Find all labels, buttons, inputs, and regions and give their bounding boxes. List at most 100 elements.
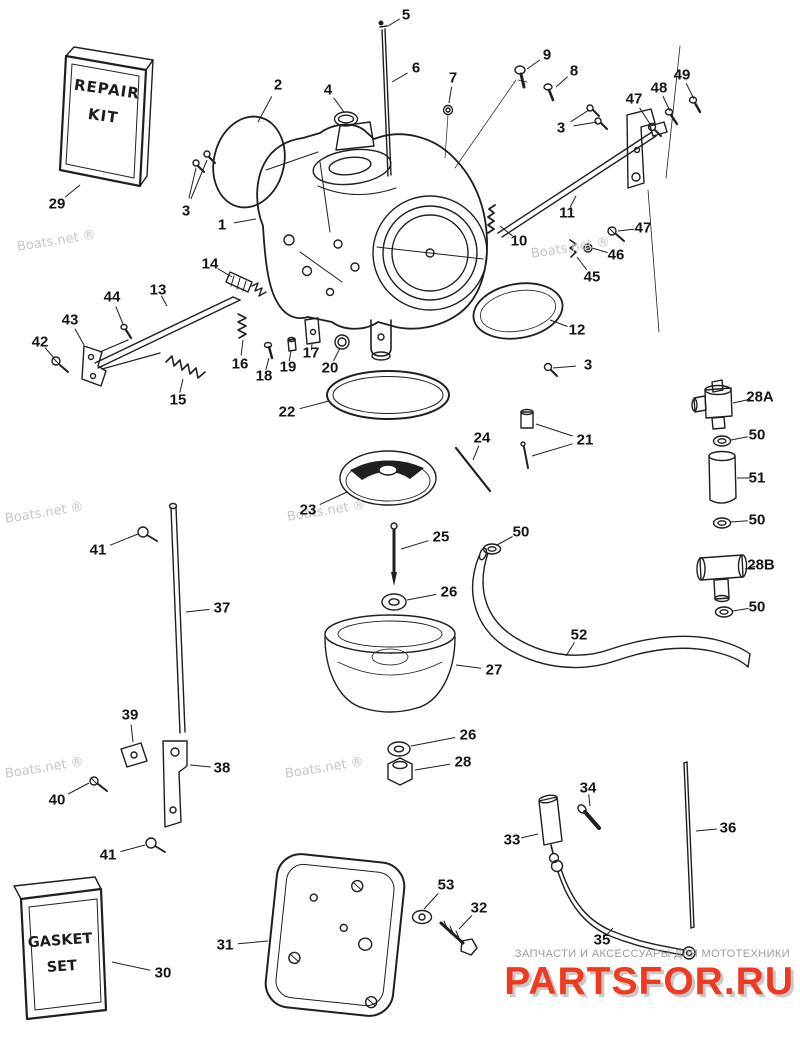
washer-50-a (712, 435, 732, 447)
leader-lines (44, 18, 756, 971)
bolt-32 (439, 920, 478, 956)
part-callout-3: 3 (181, 202, 191, 220)
part-callout-19: 19 (279, 358, 297, 376)
bracket-38 (162, 740, 188, 828)
cover-plate-2 (212, 115, 286, 209)
part-callout-7: 7 (448, 69, 458, 87)
screws-top-right (586, 96, 702, 137)
part-callout-28a: 28A (746, 388, 774, 406)
cover-plate-31 (264, 853, 406, 1017)
sleeve-51 (708, 450, 737, 504)
part-callout-35: 35 (593, 931, 611, 949)
part-callout-39: 39 (121, 706, 139, 724)
part-callout-40: 40 (48, 791, 66, 809)
part-callout-50: 50 (748, 511, 766, 529)
nut-7 (442, 104, 454, 116)
part-callout-38: 38 (213, 759, 231, 777)
part-callout-12: 12 (568, 321, 586, 339)
screw-40 (89, 776, 108, 792)
clip-41-bottom (145, 837, 166, 853)
part-callout-22: 22 (278, 403, 296, 421)
part-callout-21: 21 (576, 431, 594, 449)
float-23 (339, 450, 437, 506)
needle-set-21 (520, 408, 534, 469)
o-ring-4 (333, 111, 359, 127)
link-rod-37 (168, 502, 186, 734)
repair-kit-label: REPAIR KIT (72, 75, 141, 127)
part-callout-50: 50 (748, 426, 766, 444)
part-callout-41: 41 (99, 846, 117, 864)
part-callout-23: 23 (299, 501, 317, 519)
fitting-28b (696, 554, 748, 603)
spring-16 (237, 313, 247, 339)
part-callout-8: 8 (569, 62, 579, 80)
part-callout-16: 16 (231, 355, 249, 373)
carburetor-body-1 (256, 121, 488, 361)
throttle-rod-11 (497, 121, 668, 238)
part-callout-47: 47 (634, 219, 652, 237)
part-callout-50: 50 (748, 598, 766, 616)
part-callout-1: 1 (217, 216, 227, 234)
part-callout-32: 32 (470, 899, 488, 917)
part-callout-50: 50 (512, 523, 530, 541)
float-needle-25 (390, 522, 398, 586)
pin-34 (577, 804, 601, 830)
part-callout-44: 44 (103, 288, 121, 306)
part-callout-36: 36 (719, 819, 737, 837)
part-callout-15: 15 (169, 391, 187, 409)
gasket-set-box (13, 876, 108, 1021)
part-callout-45: 45 (583, 268, 601, 286)
fitting-28a (691, 379, 733, 430)
part-callout-30: 30 (154, 964, 172, 982)
part-callout-42: 42 (31, 333, 49, 351)
link-rod-35 (550, 859, 696, 960)
part-callout-4: 4 (323, 81, 333, 99)
screws-3-left (192, 150, 216, 173)
part-callout-27: 27 (485, 661, 503, 679)
part-callout-11: 11 (559, 204, 575, 222)
needle-14 (225, 271, 267, 297)
screw-9 (514, 65, 528, 89)
screw-47 (607, 226, 625, 242)
part-callout-53: 53 (437, 876, 455, 894)
clip-41-top (137, 526, 158, 542)
part-callout-29: 29 (48, 195, 66, 213)
rod-36 (683, 761, 695, 929)
linkage-left (51, 323, 161, 387)
part-callout-10: 10 (510, 232, 528, 250)
gasket-ring-22 (326, 370, 450, 420)
part-callout-28: 28 (454, 753, 472, 771)
washer-53 (411, 909, 433, 925)
part-callout-47: 47 (625, 90, 643, 108)
part-callout-26: 26 (440, 583, 458, 601)
part-callout-5: 5 (401, 6, 411, 24)
part-callout-6: 6 (411, 59, 421, 77)
part-callout-31: 31 (216, 936, 234, 954)
roller-33 (538, 794, 563, 864)
part-callout-41: 41 (89, 541, 107, 559)
o-ring-20 (334, 334, 350, 350)
part-callout-9: 9 (542, 46, 552, 64)
part-callout-43: 43 (61, 311, 79, 329)
part-callout-3: 3 (556, 119, 566, 137)
part-callout-34: 34 (579, 779, 597, 797)
site-logo: PARTSFOR.RU (504, 960, 794, 1003)
pin-24 (454, 446, 492, 493)
part-callout-17: 17 (302, 344, 320, 362)
part-callout-14: 14 (201, 255, 219, 273)
part-callout-28b: 28B (747, 556, 775, 574)
spring-15 (165, 355, 206, 379)
part-callout-3: 3 (583, 356, 593, 374)
gasket-set-label: GASKET SET (27, 930, 93, 977)
drain-plug-28 (387, 757, 413, 786)
bolt-18 (263, 341, 274, 360)
site-tagline: ЗАПЧАСТИ И АКСЕССУАРЫ ДЛЯ МОТОТЕХНИКИ (514, 948, 790, 960)
part-callout-2: 2 (273, 76, 283, 94)
part-callout-33: 33 (503, 831, 521, 849)
screw-8 (543, 83, 555, 102)
part-callout-24: 24 (473, 429, 491, 447)
bracket-17 (304, 317, 321, 345)
washer-26-upper (381, 593, 407, 611)
